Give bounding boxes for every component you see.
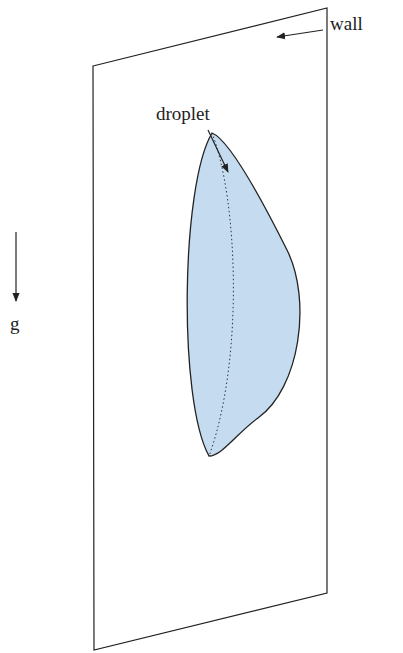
- droplet-contact-line: [209, 133, 233, 456]
- wall-plane: [93, 8, 327, 650]
- droplet-leader: [208, 130, 228, 172]
- wall-leader: [277, 30, 323, 37]
- gravity-arrow: [15, 232, 16, 301]
- droplet-label: droplet: [156, 104, 210, 123]
- wall-label: wall: [330, 14, 363, 33]
- gravity-label: g: [10, 314, 20, 333]
- droplet-shape: [187, 133, 300, 456]
